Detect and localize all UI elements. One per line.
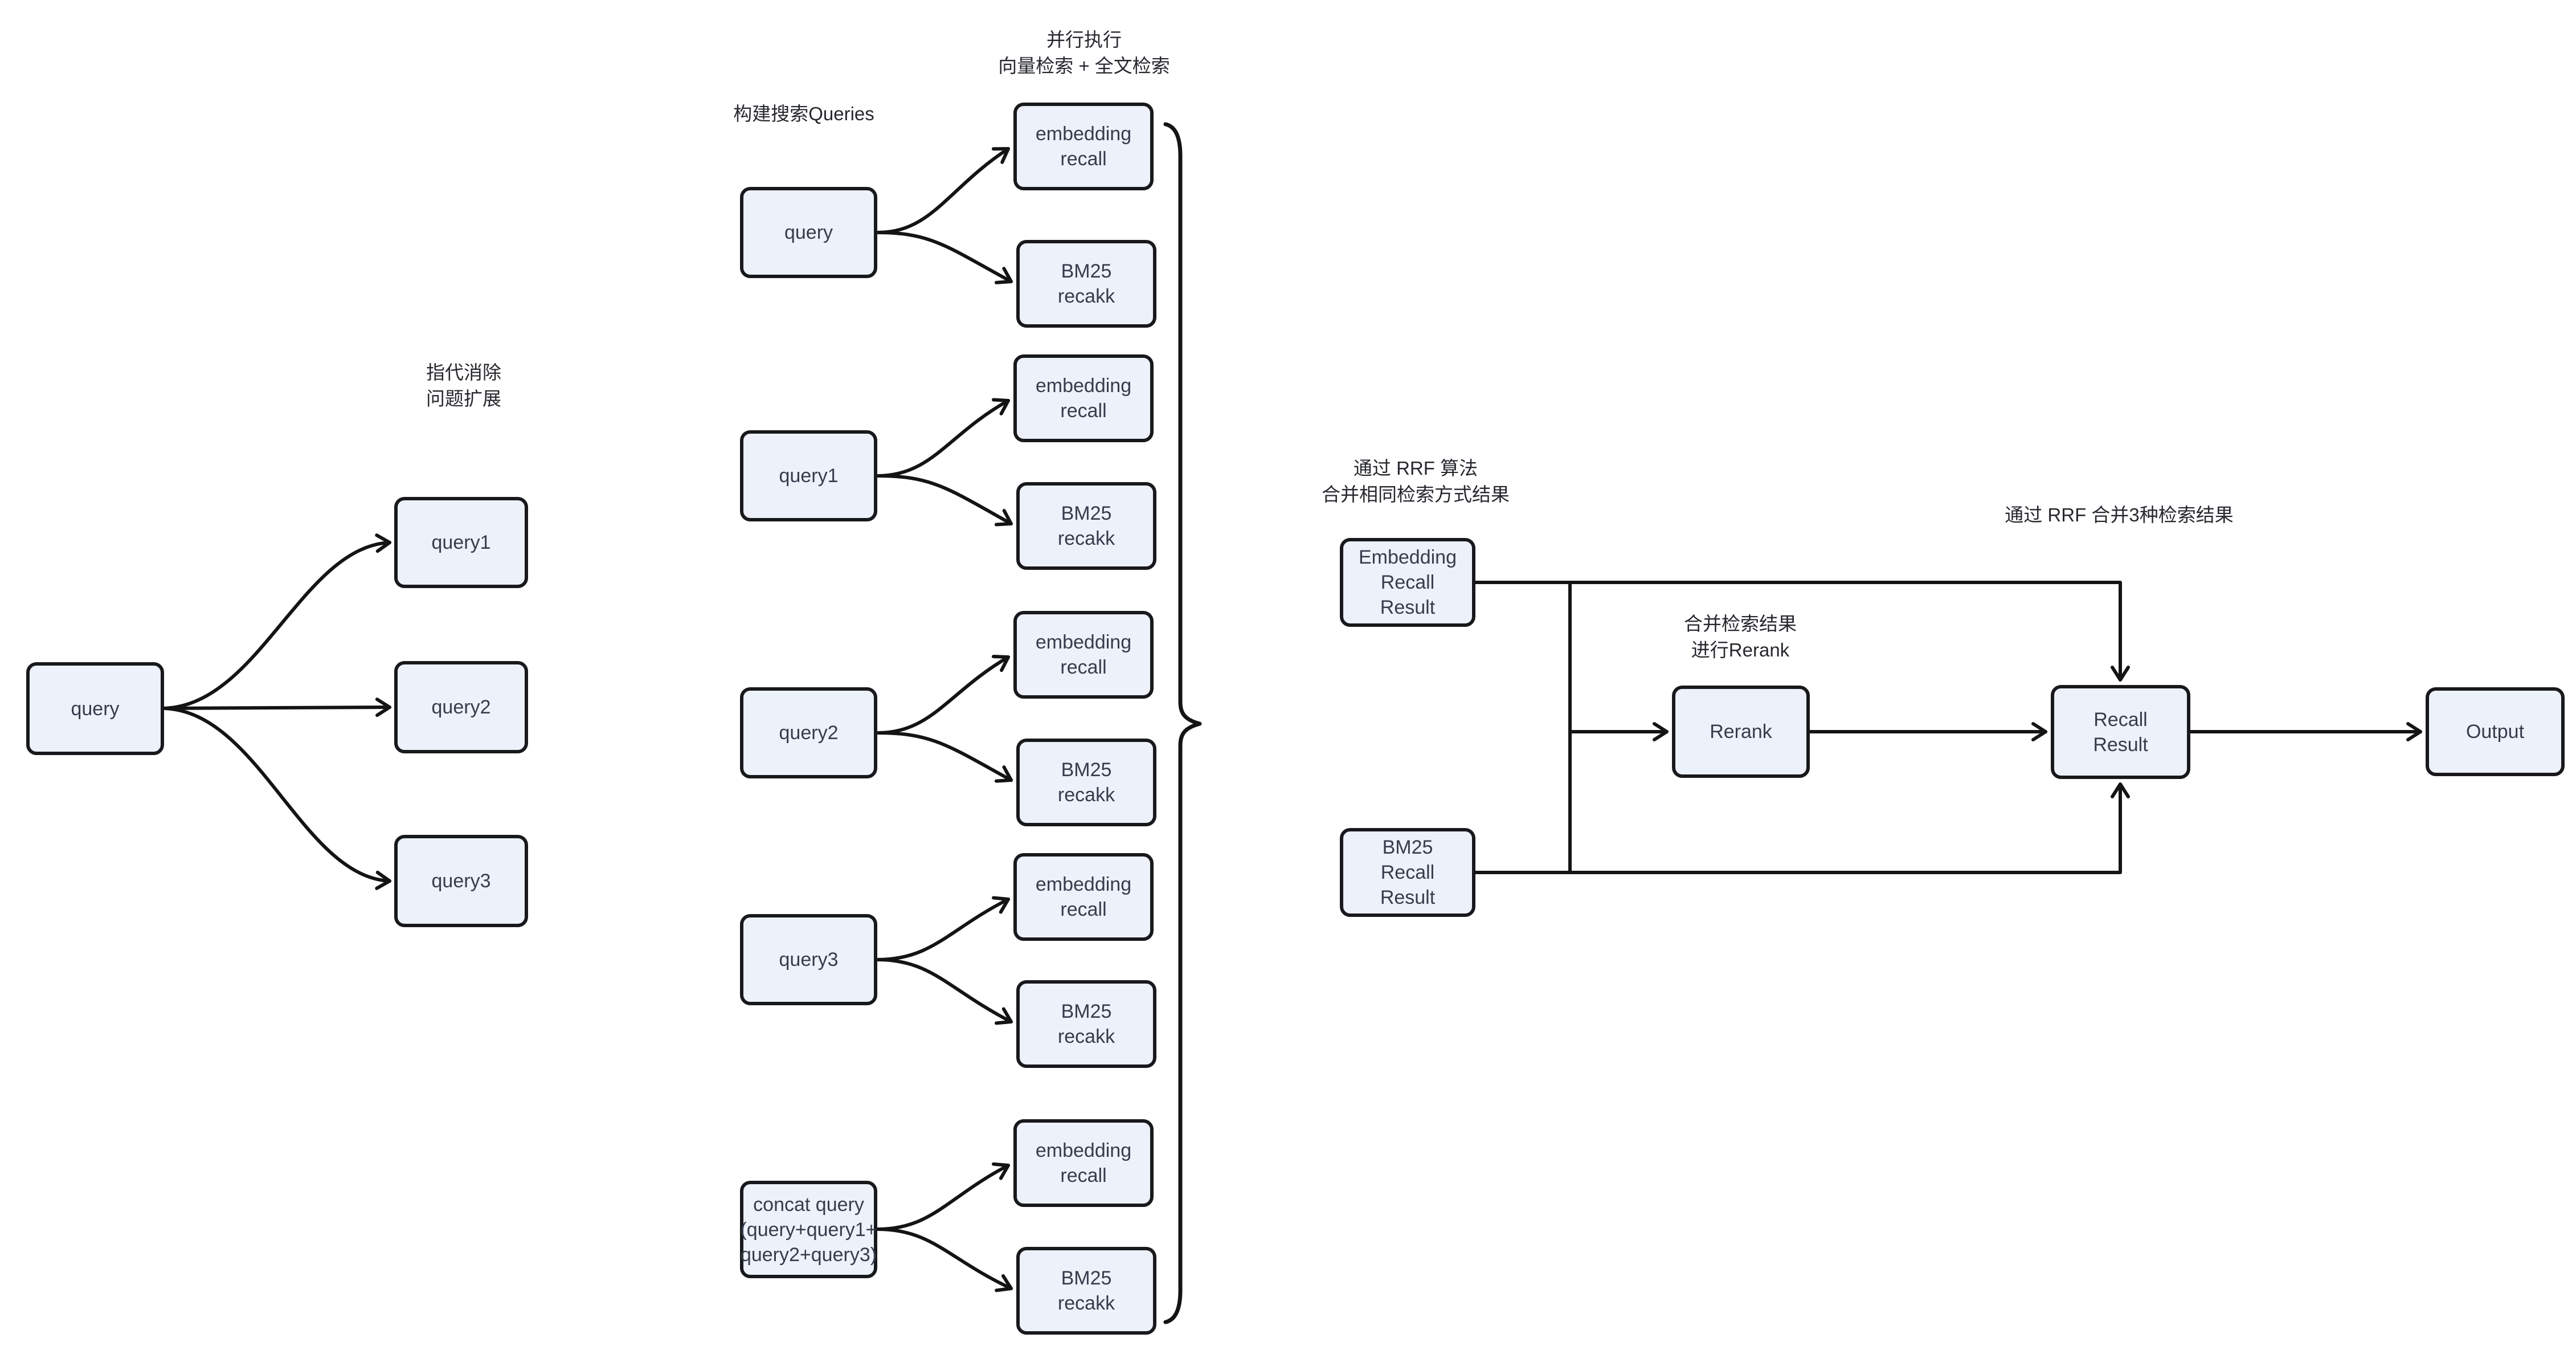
arrow-mid-query2-to-embedding-3 [876, 655, 1010, 735]
node-query2: query2 [394, 661, 528, 753]
arrow-query-to-query3 [162, 707, 391, 890]
note-parallel-exec: 并行执行 向量检索 + 全文检索 [998, 29, 1170, 76]
node-concat-query: concat query (query+query1+ query2+query… [740, 1181, 877, 1278]
node-rerank: Rerank [1672, 686, 1810, 778]
node-bm25-recall-4: BM25 recakk [1016, 980, 1156, 1068]
node-bm25-recall-result: BM25 Recall Result [1340, 828, 1475, 917]
node-bm25-recall-5: BM25 recakk [1016, 1247, 1156, 1335]
note-coref-expansion: 指代消除 问题扩展 [426, 362, 501, 409]
arrow-mid-query3-to-bm25-4 [876, 958, 1013, 1025]
node-bm25-recall-2: BM25 recakk [1016, 482, 1156, 570]
node-mid-query1: query1 [740, 430, 877, 521]
arrow-query-to-query1 [162, 533, 391, 710]
node-embedding-recall-4: embedding recall [1013, 853, 1154, 941]
node-bm25-recall-3: BM25 recakk [1016, 739, 1156, 826]
node-mid-query3: query3 [740, 914, 877, 1005]
arrow-mid-query-to-bm25-1 [876, 231, 1013, 284]
note-merge-rerank: 合并检索结果 进行Rerank [1684, 613, 1797, 660]
note-rrf-merge-same: 通过 RRF 算法 合并相同检索方式结果 [1322, 458, 1510, 505]
arrow-mid-query1-to-bm25-2 [876, 474, 1013, 527]
node-embedding-recall-5: embedding recall [1013, 1119, 1154, 1207]
node-output: Output [2426, 687, 2565, 776]
node-embedding-recall-3: embedding recall [1013, 611, 1154, 699]
line-embedding-result-to-recall-result [1474, 581, 2130, 682]
node-embedding-recall-1: embedding recall [1013, 103, 1154, 190]
arrow-mid-query2-to-bm25-3 [876, 731, 1013, 783]
node-mid-query2: query2 [740, 687, 877, 778]
arrow-mid-query-to-embedding-1 [876, 147, 1010, 234]
node-query3: query3 [394, 835, 528, 927]
node-mid-query: query [740, 187, 877, 278]
note-rrf-merge-three: 通过 RRF 合并3种检索结果 [2005, 504, 2234, 525]
arrow-mid-query1-to-embedding-2 [876, 398, 1010, 478]
node-recall-result: Recall Result [2051, 685, 2190, 779]
arrow-concat-query-to-embedding-5 [876, 1162, 1010, 1231]
brace-parallel-group [1163, 122, 1202, 1324]
node-query-root: query [26, 662, 164, 755]
arrow-concat-query-to-bm25-5 [876, 1227, 1013, 1292]
line-bm25-result-to-recall-result [1474, 782, 2130, 874]
arrow-query-to-query2 [162, 698, 391, 717]
node-embedding-recall-2: embedding recall [1013, 354, 1154, 442]
node-bm25-recall-1: BM25 recakk [1016, 240, 1156, 328]
node-query1: query1 [394, 497, 528, 588]
note-build-queries: 构建搜索Queries [733, 103, 874, 124]
arrow-mid-query3-to-embedding-4 [876, 896, 1010, 961]
node-embedding-recall-result: Embedding Recall Result [1340, 538, 1475, 627]
